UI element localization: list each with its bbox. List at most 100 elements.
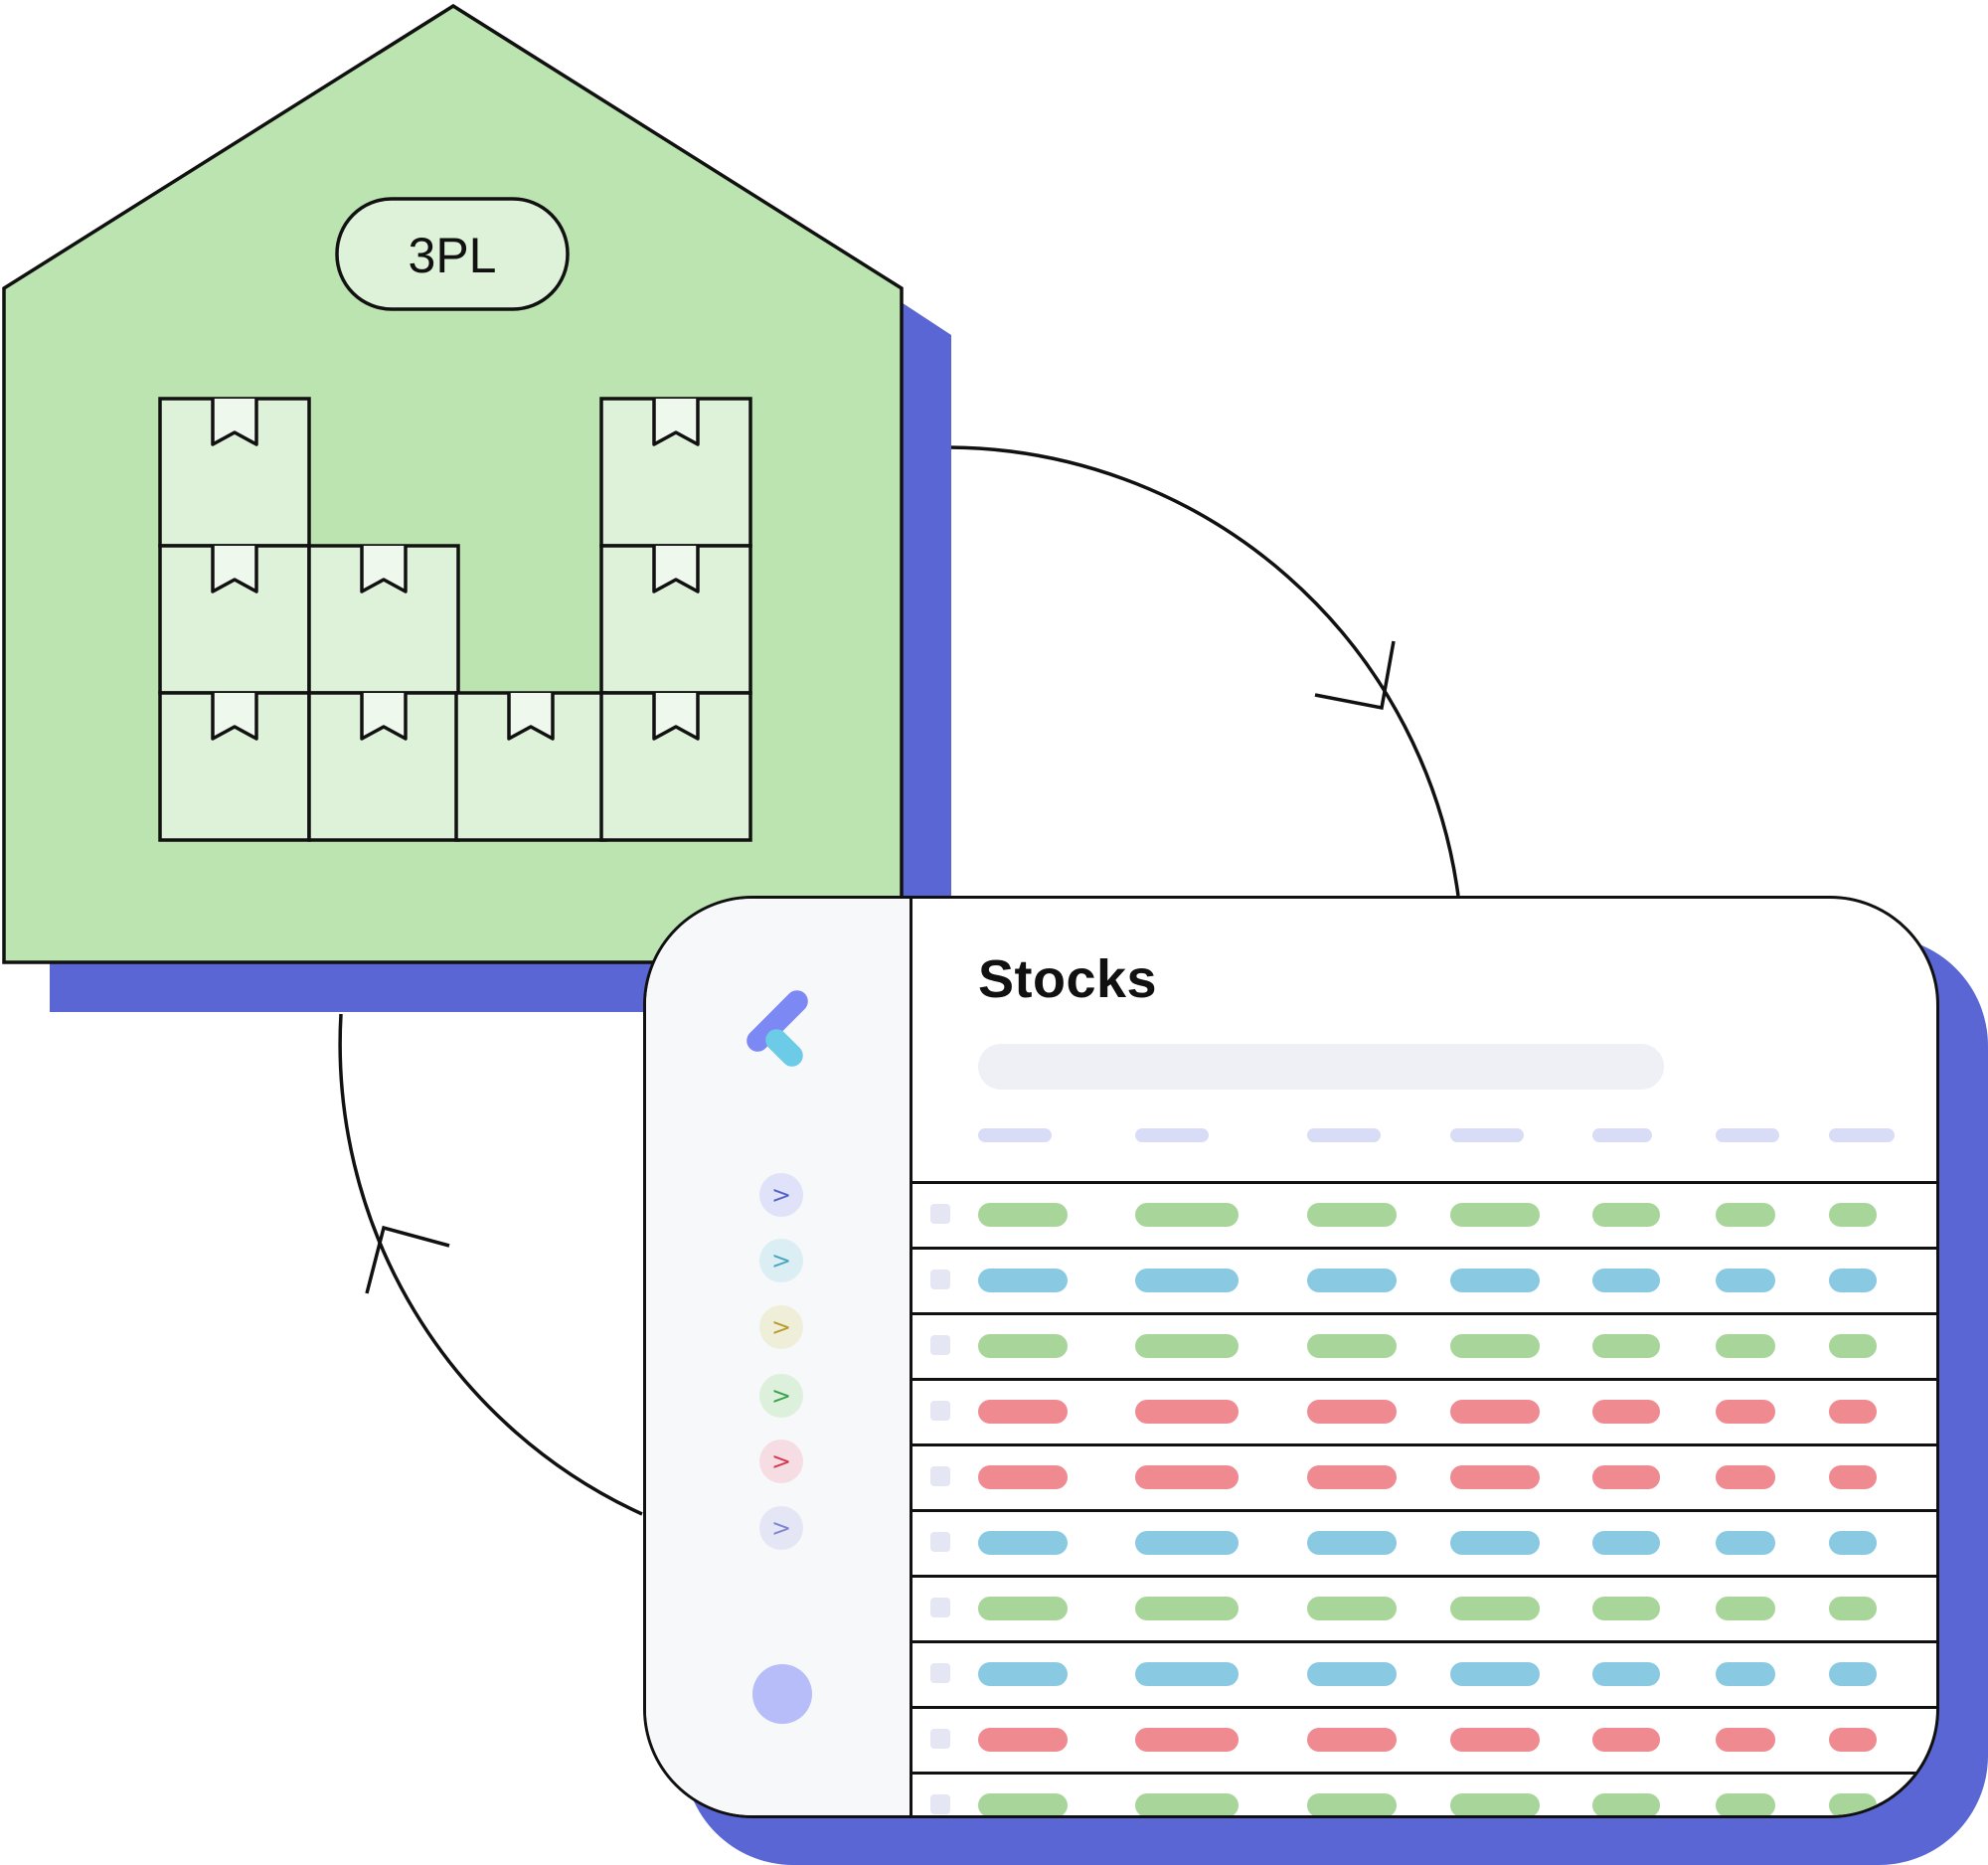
box-icon — [454, 691, 607, 842]
box-icon — [158, 544, 311, 695]
row-checkbox[interactable] — [930, 1204, 950, 1224]
table-cell — [1592, 1728, 1660, 1752]
row-checkbox[interactable] — [930, 1532, 950, 1552]
table-cell — [1450, 1334, 1540, 1358]
table-cell — [1135, 1662, 1239, 1686]
table-row[interactable] — [912, 1775, 1936, 1815]
column-header[interactable] — [1592, 1128, 1652, 1142]
table-cell — [1307, 1400, 1397, 1424]
chevron-right-icon[interactable]: > — [759, 1239, 803, 1282]
arrowhead-icon — [1314, 640, 1396, 711]
row-checkbox[interactable] — [930, 1663, 950, 1683]
column-header[interactable] — [1450, 1128, 1524, 1142]
table-row[interactable] — [912, 1184, 1936, 1250]
table-cell — [978, 1597, 1068, 1620]
row-checkbox[interactable] — [930, 1335, 950, 1355]
table-cell — [1592, 1662, 1660, 1686]
table-cell — [978, 1400, 1068, 1424]
table-cell — [1450, 1269, 1540, 1292]
row-checkbox[interactable] — [930, 1466, 950, 1486]
table-row[interactable] — [912, 1315, 1936, 1381]
table-cell — [1716, 1400, 1775, 1424]
table-cell — [1450, 1203, 1540, 1227]
table-cell — [1592, 1597, 1660, 1620]
row-checkbox[interactable] — [930, 1794, 950, 1814]
column-header[interactable] — [1716, 1128, 1779, 1142]
column-header[interactable] — [1829, 1128, 1895, 1142]
table-cell — [1450, 1728, 1540, 1752]
column-header[interactable] — [1135, 1128, 1209, 1142]
table-cell — [1135, 1269, 1239, 1292]
table-cell — [1450, 1465, 1540, 1489]
box-icon — [307, 691, 460, 842]
chevron-right-icon[interactable]: > — [759, 1506, 803, 1550]
table-cell — [1450, 1597, 1540, 1620]
warehouse-label: 3PL — [409, 228, 497, 283]
table-cell — [1450, 1793, 1540, 1815]
table-cell — [1307, 1597, 1397, 1620]
table-cell — [1592, 1269, 1660, 1292]
table-cell — [1307, 1465, 1397, 1489]
app-logo-icon[interactable] — [742, 976, 813, 1076]
table-cell — [978, 1334, 1068, 1358]
table-cell — [978, 1465, 1068, 1489]
app-window: >>>>>> Stocks — [643, 896, 1939, 1818]
table-cell — [1716, 1203, 1775, 1227]
table-cell — [1307, 1662, 1397, 1686]
box-icon — [599, 691, 752, 842]
table-cell — [1135, 1597, 1239, 1620]
table-cell — [1135, 1203, 1239, 1227]
table-row[interactable] — [912, 1250, 1936, 1315]
table-cell — [1716, 1531, 1775, 1555]
box-icon — [158, 397, 311, 548]
chevron-right-icon[interactable]: > — [759, 1173, 803, 1217]
chevron-right-icon[interactable]: > — [759, 1440, 803, 1483]
row-checkbox[interactable] — [930, 1270, 950, 1289]
table-cell — [1307, 1334, 1397, 1358]
table-cell — [1716, 1334, 1775, 1358]
table-cell — [978, 1203, 1068, 1227]
chevron-right-icon[interactable]: > — [759, 1374, 803, 1418]
table-cell — [1450, 1531, 1540, 1555]
table-cell — [1135, 1400, 1239, 1424]
table-cell — [1307, 1728, 1397, 1752]
row-checkbox[interactable] — [930, 1401, 950, 1421]
box-icon — [158, 691, 311, 842]
table-cell — [1829, 1400, 1877, 1424]
row-checkbox[interactable] — [930, 1729, 950, 1749]
table-row[interactable] — [912, 1512, 1936, 1578]
table-cell — [1829, 1793, 1877, 1815]
table-cell — [978, 1269, 1068, 1292]
table-row[interactable] — [912, 1578, 1936, 1643]
column-header[interactable] — [1307, 1128, 1381, 1142]
table-cell — [978, 1662, 1068, 1686]
column-header[interactable] — [978, 1128, 1052, 1142]
table-cell — [1135, 1531, 1239, 1555]
table-cell — [1450, 1662, 1540, 1686]
box-icon — [307, 544, 460, 695]
table-cell — [1829, 1465, 1877, 1489]
table-cell — [1829, 1728, 1877, 1752]
table-cell — [1307, 1531, 1397, 1555]
table-cell — [1829, 1269, 1877, 1292]
table-cell — [1135, 1334, 1239, 1358]
arrowhead-icon — [365, 1225, 450, 1294]
avatar[interactable] — [752, 1664, 812, 1724]
table-cell — [1592, 1334, 1660, 1358]
table-cell — [1592, 1465, 1660, 1489]
table-row[interactable] — [912, 1446, 1936, 1512]
table-row[interactable] — [912, 1381, 1936, 1446]
table-cell — [1307, 1203, 1397, 1227]
sidebar: > > > > > > — [646, 899, 912, 1815]
table-cell — [1135, 1728, 1239, 1752]
table-row[interactable] — [912, 1643, 1936, 1709]
table-cell — [978, 1793, 1068, 1815]
chevron-right-icon[interactable]: > — [759, 1305, 803, 1349]
stacked-boxes — [158, 397, 752, 842]
table-cell — [1829, 1334, 1877, 1358]
table-cell — [1716, 1793, 1775, 1815]
search-input[interactable] — [978, 1044, 1664, 1090]
table-cell — [1307, 1793, 1397, 1815]
table-row[interactable] — [912, 1709, 1936, 1775]
row-checkbox[interactable] — [930, 1598, 950, 1617]
